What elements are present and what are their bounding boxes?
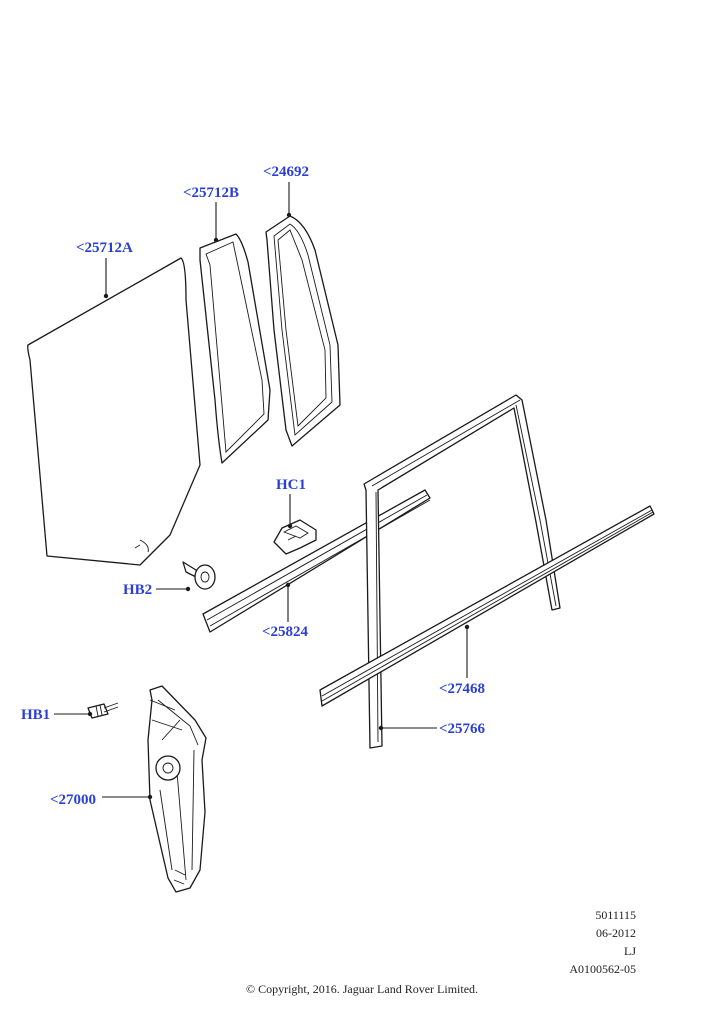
callout-hc1[interactable]: HC1 — [276, 477, 306, 493]
callout-27468[interactable]: <27468 — [439, 681, 486, 697]
bolt-hb2 — [182, 561, 216, 590]
glass-run-channel — [363, 394, 561, 749]
quarter-glass-seal — [265, 215, 341, 447]
ref-code: LJ — [624, 944, 636, 958]
ref-illustration-id: A0100562-05 — [569, 962, 636, 976]
callout-25712a[interactable]: <25712A — [76, 240, 133, 256]
callout-24692[interactable]: <24692 — [263, 164, 310, 180]
callout-27000[interactable]: <27000 — [50, 792, 97, 808]
callout-25712b[interactable]: <25712B — [183, 185, 240, 201]
window-regulator — [147, 685, 207, 893]
ref-number: 5011115 — [595, 908, 636, 922]
quarter-glass — [199, 233, 271, 464]
inner-weatherstrip — [202, 489, 431, 633]
screw-hb1 — [87, 702, 119, 719]
ref-date: 06-2012 — [596, 926, 636, 940]
outer-weatherstrip — [319, 505, 655, 707]
callout-25766[interactable]: <25766 — [439, 721, 486, 737]
clip-hc1 — [273, 519, 317, 555]
ref-info: 5011115 06-2012 LJ A0100562-05 — [569, 906, 636, 978]
callout-hb1[interactable]: HB1 — [21, 707, 51, 723]
callout-25824[interactable]: <25824 — [262, 624, 309, 640]
callout-hb2[interactable]: HB2 — [123, 582, 153, 598]
door-glass — [27, 257, 201, 566]
leader-lines — [54, 182, 470, 800]
copyright-notice: © Copyright, 2016. Jaguar Land Rover Lim… — [245, 982, 479, 996]
